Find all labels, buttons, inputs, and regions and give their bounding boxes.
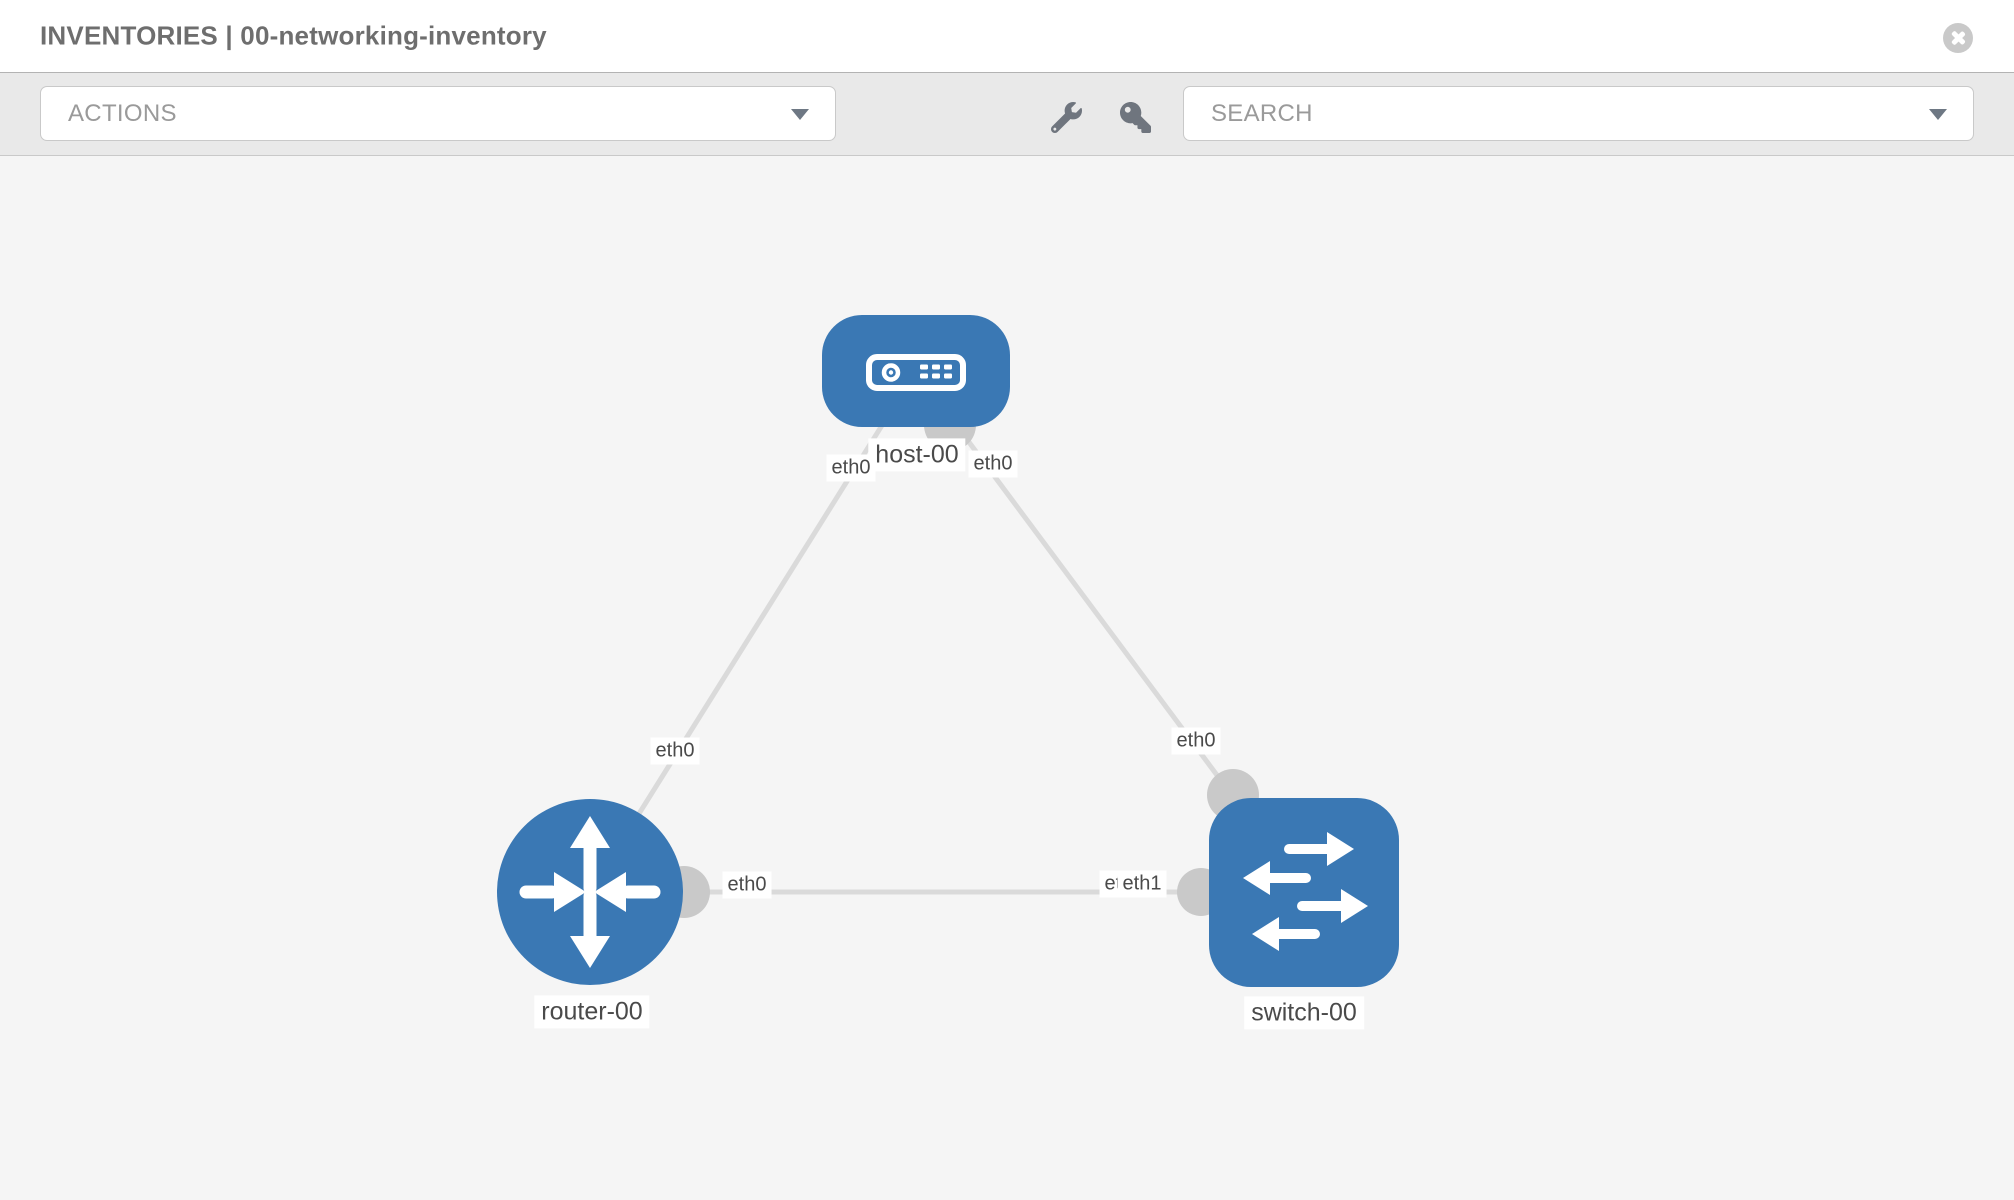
key-button[interactable] [1113,95,1157,139]
close-icon[interactable] [1943,23,1973,53]
topology-svg [497,315,1399,987]
toolbar: ACTIONS SEARCH [0,72,2014,156]
interface-endpoints [658,399,1259,918]
node-label-router: router-00 [534,995,650,1029]
page-title: INVENTORIES | 00-networking-inventory [40,20,547,51]
topology-canvas[interactable]: host-00 router-00 switch-00 eth0 eth0 et… [0,156,2014,1200]
node-switch-00[interactable] [1209,798,1399,987]
header: INVENTORIES | 00-networking-inventory [0,0,2014,72]
wrench-button[interactable] [1044,95,1088,139]
router-arrows-icon [519,816,661,968]
interface-label: eth0 [722,871,772,899]
node-host-00[interactable] [822,315,1010,427]
key-icon [1119,101,1151,133]
interface-label: eth1 [1117,870,1167,898]
host-device-icon [866,354,966,391]
interface-label: eth0 [826,454,876,482]
interface-label: eth0 [1171,727,1221,755]
node-router-00[interactable] [497,799,683,985]
node-label-switch: switch-00 [1244,996,1364,1030]
node-label-host: host-00 [868,438,966,472]
switch-arrows-icon [1243,832,1368,951]
chevron-down-icon [791,108,809,120]
actions-dropdown-label: ACTIONS [68,99,177,127]
chevron-down-icon [1929,108,1947,120]
interface-label: eth0 [968,450,1018,478]
wrench-icon [1050,101,1082,133]
search-dropdown-label: SEARCH [1211,99,1313,127]
interface-label: eth0 [650,737,700,765]
search-dropdown[interactable]: SEARCH [1183,86,1974,141]
actions-dropdown[interactable]: ACTIONS [40,86,836,141]
